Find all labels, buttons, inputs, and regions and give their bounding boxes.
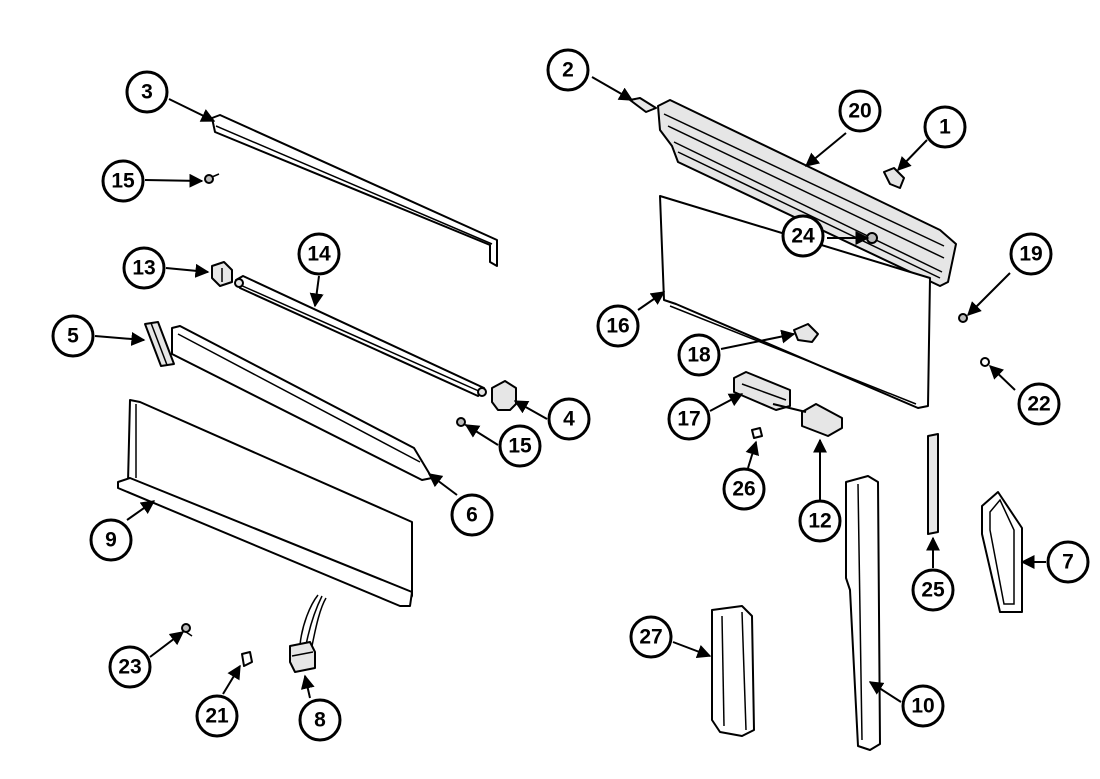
- callout-18: 18: [677, 333, 721, 377]
- part-25-strip: [927, 433, 939, 535]
- part-15-screw-upper: [204, 173, 220, 184]
- svg-text:15: 15: [508, 435, 532, 458]
- part-17-ballast: [733, 371, 791, 411]
- part-1-clip: [883, 167, 905, 189]
- svg-text:27: 27: [639, 626, 662, 649]
- callout-7: 7: [1046, 540, 1090, 584]
- callout-4: 4: [547, 397, 591, 441]
- svg-text:26: 26: [732, 478, 755, 501]
- callout-14: 14: [297, 232, 341, 276]
- callout-1: 1: [923, 105, 967, 149]
- svg-text:23: 23: [118, 656, 141, 679]
- svg-text:1: 1: [939, 116, 951, 139]
- callout-17: 17: [667, 397, 711, 441]
- svg-text:20: 20: [848, 100, 871, 123]
- part-3-trim: [211, 114, 498, 267]
- svg-text:3: 3: [141, 81, 153, 104]
- part-22-nut: [980, 357, 990, 367]
- part-12-socket: [801, 403, 843, 437]
- svg-text:14: 14: [307, 243, 331, 266]
- callout-21: 21: [195, 694, 239, 738]
- callout-6: 6: [450, 493, 494, 537]
- callout-13: 13: [122, 246, 166, 290]
- svg-text:25: 25: [921, 579, 945, 602]
- callout-25: 25: [911, 568, 955, 612]
- part-4-end-holder: [491, 380, 517, 411]
- part-20-rail: [657, 99, 957, 287]
- svg-text:24: 24: [791, 225, 815, 248]
- callout-2: 2: [546, 48, 590, 92]
- part-18-wire-clip: [793, 323, 819, 343]
- svg-text:6: 6: [466, 504, 478, 527]
- part-9-panel: [117, 399, 413, 607]
- part-7-end-cap: [981, 491, 1023, 613]
- part-23-screw: [181, 623, 193, 637]
- part-5-bracket: [144, 321, 175, 367]
- svg-text:10: 10: [911, 695, 934, 718]
- callout-10: 10: [901, 684, 945, 728]
- callout-26: 26: [722, 467, 766, 511]
- part-21-clip: [241, 651, 253, 667]
- svg-text:22: 22: [1027, 393, 1050, 416]
- part-10-channel: [845, 475, 881, 751]
- callout-5: 5: [51, 314, 95, 358]
- callout-16: 16: [596, 304, 640, 348]
- callouts: 3 15 13 14 5 4 15 6 9 8 21 23 2 20 1 24 …: [51, 48, 1090, 742]
- callout-15-lower: 15: [498, 424, 542, 468]
- svg-text:5: 5: [67, 325, 79, 348]
- svg-text:19: 19: [1019, 243, 1042, 266]
- callout-12: 12: [798, 499, 842, 543]
- callout-19: 19: [1009, 232, 1053, 276]
- svg-text:12: 12: [808, 510, 831, 533]
- part-13-lamp-holder: [211, 261, 233, 287]
- part-2-rail-end: [629, 97, 657, 113]
- svg-text:2: 2: [562, 59, 574, 82]
- part-drawings: [117, 97, 1023, 751]
- callout-15-upper: 15: [101, 159, 145, 203]
- svg-text:15: 15: [111, 170, 135, 193]
- svg-text:9: 9: [105, 529, 117, 552]
- callout-24: 24: [781, 214, 825, 258]
- part-27-bracket: [711, 605, 755, 737]
- part-26-nut: [751, 427, 763, 439]
- svg-text:7: 7: [1062, 551, 1074, 574]
- svg-text:21: 21: [205, 705, 229, 728]
- callout-20: 20: [838, 89, 882, 133]
- callout-27: 27: [629, 615, 673, 659]
- part-8-harness: [289, 594, 327, 673]
- svg-text:13: 13: [132, 257, 155, 280]
- svg-text:18: 18: [687, 344, 711, 367]
- svg-text:4: 4: [563, 408, 575, 431]
- svg-text:8: 8: [314, 709, 326, 732]
- part-19-screw: [958, 313, 968, 323]
- callout-22: 22: [1017, 382, 1061, 426]
- leader-lines: [94, 76, 1046, 703]
- svg-text:17: 17: [677, 408, 700, 431]
- callout-9: 9: [89, 518, 133, 562]
- part-24-grommet: [866, 232, 878, 244]
- callout-3: 3: [125, 70, 169, 114]
- callout-23: 23: [108, 645, 152, 689]
- svg-text:16: 16: [606, 315, 629, 338]
- part-14-tube: [234, 275, 487, 397]
- callout-8: 8: [298, 698, 342, 742]
